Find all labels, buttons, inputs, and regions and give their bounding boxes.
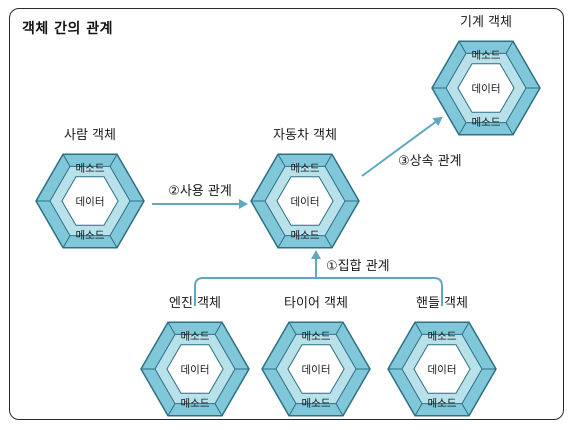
hex-spoke	[324, 235, 333, 249]
hex-spoke	[277, 235, 286, 249]
method-top-label: 메소드	[472, 50, 501, 62]
relation-label-aggregate: ①집합 관계	[326, 259, 390, 274]
method-bottom-label: 메소드	[428, 397, 457, 409]
hex-inner	[61, 176, 119, 226]
data-label: 데이터	[181, 364, 210, 376]
diagram-title: 객체 간의 관계	[22, 21, 114, 37]
hex-spoke	[288, 403, 297, 417]
method-bottom-label: 메소드	[291, 229, 320, 241]
hex-inner	[287, 344, 345, 394]
hex-spoke	[458, 40, 467, 54]
hex-spoke	[324, 153, 333, 167]
relation-edge-aggregate	[194, 277, 443, 306]
hex-spoke	[214, 321, 223, 335]
method-bottom-label: 메소드	[302, 397, 331, 409]
node-title: 엔진 객체	[169, 296, 221, 311]
hex-spoke	[458, 122, 467, 136]
hex-spoke	[461, 403, 470, 417]
method-top-label: 메소드	[302, 331, 331, 343]
data-label: 데이터	[428, 364, 457, 376]
hex-spoke	[505, 122, 514, 136]
method-top-label: 메소드	[181, 331, 210, 343]
hex-spoke	[335, 403, 344, 417]
method-top-label: 메소드	[291, 163, 320, 175]
hex-inner	[276, 176, 334, 226]
hex-spoke	[62, 153, 71, 167]
node-title: 사람 객체	[64, 128, 116, 143]
node-title: 기계 객체	[460, 15, 512, 30]
relation-edges	[152, 116, 443, 306]
hex-spoke	[288, 321, 297, 335]
hex-inner	[166, 344, 224, 394]
method-bottom-label: 메소드	[472, 116, 501, 128]
relation-edge-inherit	[361, 116, 443, 177]
data-label: 데이터	[291, 196, 320, 208]
hex-spoke	[167, 403, 176, 417]
hex-spoke	[414, 321, 423, 335]
method-bottom-label: 메소드	[76, 229, 105, 241]
hex-spoke	[167, 321, 176, 335]
node-title: 자동차 객체	[273, 128, 337, 143]
node-title: 핸들 객체	[416, 295, 468, 311]
hex-inner	[457, 63, 515, 113]
diagram-frame	[9, 8, 564, 420]
hex-spoke	[414, 403, 423, 417]
hex-spoke	[335, 321, 344, 335]
data-label: 데이터	[472, 83, 501, 95]
hex-inner	[413, 344, 471, 394]
node-title: 타이어 객체	[284, 296, 348, 311]
hex-spoke	[109, 153, 118, 167]
relation-label-inherit: ③상속 관계	[398, 154, 462, 169]
data-label: 데이터	[76, 196, 105, 208]
hex-spoke	[277, 153, 286, 167]
relation-label-use: ②사용 관계	[168, 184, 232, 199]
hex-spoke	[505, 40, 514, 54]
hex-spoke	[461, 321, 470, 335]
hex-spoke	[214, 403, 223, 417]
relation-labels: ②사용 관계 ③상속 관계 ①집합 관계	[168, 154, 461, 274]
method-top-label: 메소드	[428, 331, 457, 343]
data-label: 데이터	[302, 364, 331, 376]
hex-spoke	[109, 235, 118, 249]
hex-spoke	[62, 235, 71, 249]
method-bottom-label: 메소드	[181, 397, 210, 409]
method-top-label: 메소드	[76, 163, 105, 175]
